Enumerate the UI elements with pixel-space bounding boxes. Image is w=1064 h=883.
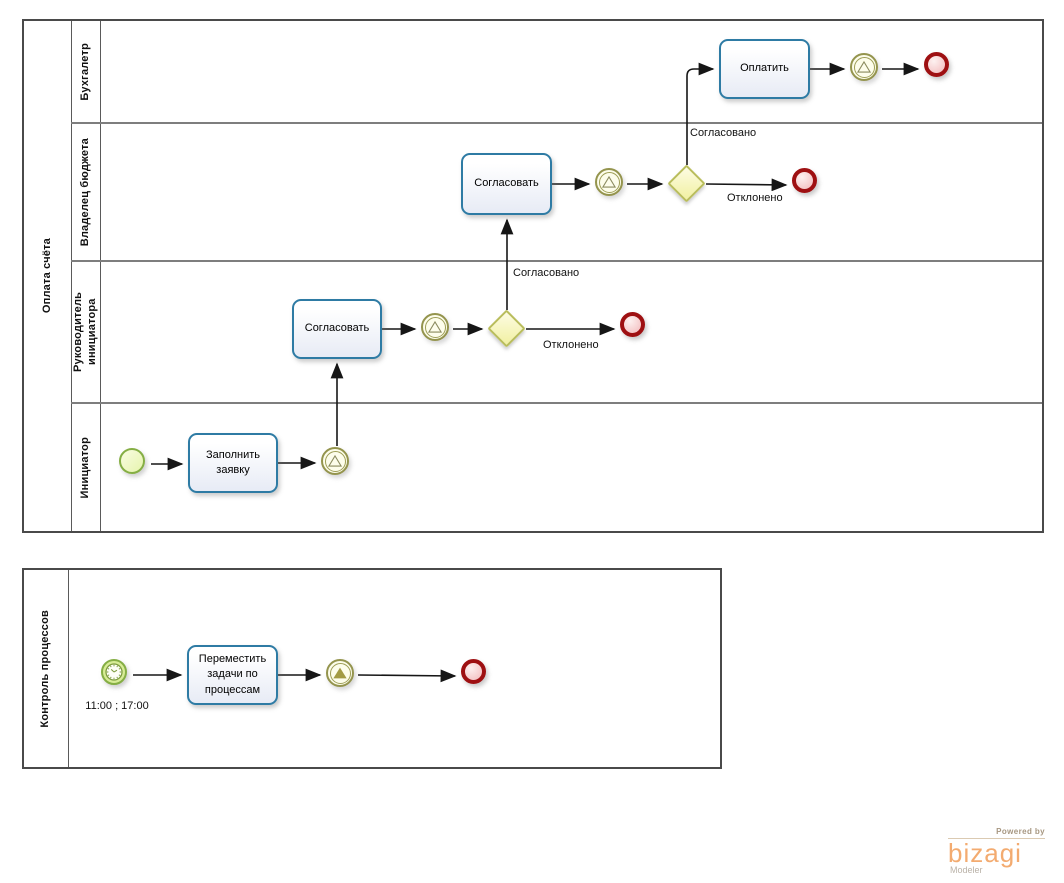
task-move-tasks[interactable]: Переместить задачи по процессам xyxy=(187,645,278,705)
task-approve-budget-owner-label: Согласовать xyxy=(474,177,539,190)
task-approve-manager-label: Согласовать xyxy=(304,322,370,335)
task-pay[interactable]: Оплатить xyxy=(719,39,810,99)
flow-signal-throw-to-end[interactable] xyxy=(357,669,457,683)
signal-triangle-outline-icon xyxy=(856,60,872,73)
task-move-tasks-label: Переместить задачи по процессам xyxy=(198,652,267,696)
flow-gateway-budget-rejected[interactable] xyxy=(705,178,788,192)
event-inner-ring xyxy=(324,450,346,472)
task-approve-manager[interactable]: Согласовать xyxy=(292,299,382,359)
signal-throw-event[interactable] xyxy=(326,659,354,687)
flow-label-rejected-budget-owner: Отклонено xyxy=(727,192,783,204)
flow-label-agreed-budget-owner: Согласовано xyxy=(513,267,580,279)
event-inner-ring xyxy=(424,316,446,338)
flow-label-agreed-accountant: Согласовано xyxy=(690,127,757,139)
lane-divider xyxy=(71,260,1042,262)
signal-catch-event-initiator[interactable] xyxy=(321,447,349,475)
signal-triangle-outline-icon xyxy=(327,454,343,467)
event-inner-ring xyxy=(598,171,620,193)
lane-accountant[interactable]: Бухгалетр xyxy=(71,21,101,122)
event-inner-ring xyxy=(329,662,351,684)
signal-catch-event-budget-owner[interactable] xyxy=(595,168,623,196)
end-event-budget-rejected[interactable] xyxy=(792,168,817,193)
signal-triangle-filled-icon xyxy=(333,667,347,679)
timer-start-event[interactable] xyxy=(101,659,127,685)
event-inner-ring xyxy=(853,56,875,78)
pool-process-control[interactable]: Контроль процессов xyxy=(22,568,722,769)
flow-gateway-budget-agreed[interactable] xyxy=(686,62,715,165)
timer-clock-icon xyxy=(105,663,123,681)
powered-by-label: Powered by xyxy=(948,827,1045,839)
signal-catch-event-manager[interactable] xyxy=(421,313,449,341)
signal-catch-event-accountant[interactable] xyxy=(850,53,878,81)
pool-invoice-payment-header[interactable]: Оплата счёта xyxy=(24,21,72,531)
flow-label-rejected-manager: Отклонено xyxy=(543,339,599,351)
brand-name: bizagi xyxy=(948,838,1022,868)
product-name: Modeler xyxy=(950,865,983,876)
lane-divider xyxy=(71,402,1042,404)
lane-initiator[interactable]: Инициатор xyxy=(71,404,101,531)
end-event-paid[interactable] xyxy=(924,52,949,77)
end-event-manager-rejected[interactable] xyxy=(620,312,645,337)
task-pay-label: Оплатить xyxy=(740,62,789,75)
pool-process-control-header[interactable]: Контроль процессов xyxy=(24,570,69,767)
bizagi-logo: Powered by bizagi Modeler xyxy=(948,827,1045,875)
task-approve-budget-owner[interactable]: Согласовать xyxy=(461,153,552,215)
signal-triangle-outline-icon xyxy=(601,175,617,188)
lane-budget-owner[interactable]: Владелец бюджета xyxy=(71,124,101,260)
task-fill-request[interactable]: Заполнить заявку xyxy=(188,433,278,493)
timer-schedule-label: 11:00 ; 17:00 xyxy=(85,700,149,712)
task-fill-request-label: Заполнить заявку xyxy=(205,448,260,476)
end-event-process-control[interactable] xyxy=(461,659,486,684)
signal-triangle-outline-icon xyxy=(427,320,443,333)
start-event-initiator[interactable] xyxy=(119,448,145,474)
lane-initiator-manager[interactable]: Руководитель инициатора xyxy=(71,262,101,402)
lane-divider xyxy=(71,122,1042,124)
